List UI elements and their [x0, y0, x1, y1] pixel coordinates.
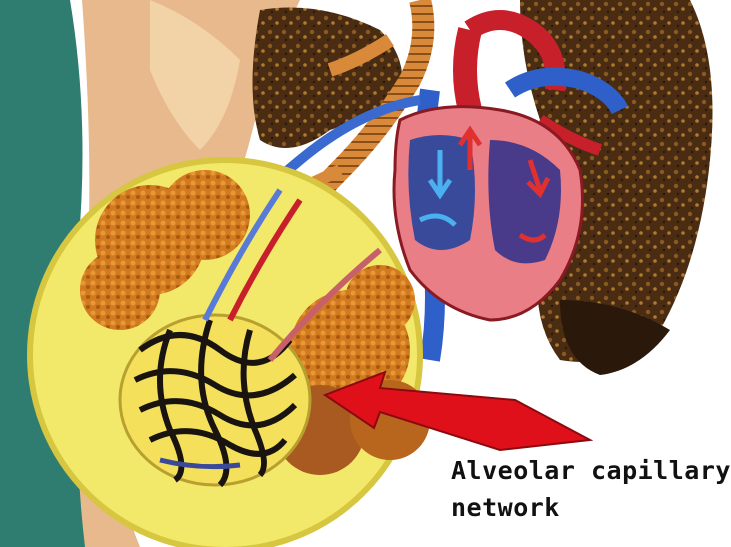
annotation-line-1: Alveolar capillary [451, 452, 731, 489]
heart-icon [394, 107, 583, 320]
capillaries-icon [120, 315, 310, 485]
annotation-label: Alveolar capillary network [451, 452, 731, 526]
annotation-line-2: network [451, 489, 731, 526]
magnified-view [30, 160, 430, 547]
